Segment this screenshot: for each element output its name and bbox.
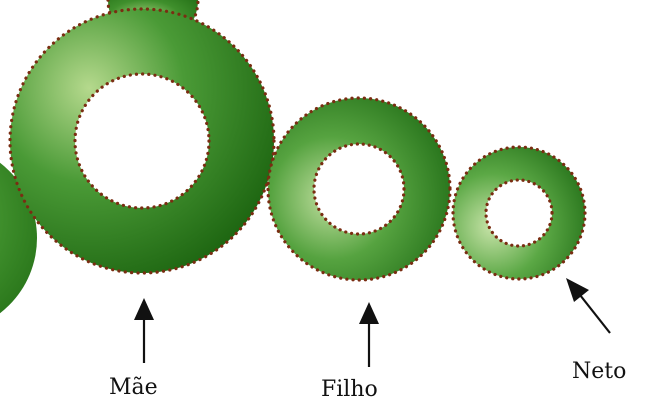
arrow-mae — [134, 298, 154, 363]
label-mae: Mãe — [109, 375, 158, 400]
label-filho: Filho — [321, 377, 378, 402]
ring-filho — [268, 98, 450, 280]
arrow-filho — [359, 302, 379, 367]
arrow-neto — [566, 278, 610, 333]
ring-mae — [10, 9, 274, 273]
ring-neto — [453, 147, 585, 279]
label-neto: Neto — [572, 359, 626, 384]
